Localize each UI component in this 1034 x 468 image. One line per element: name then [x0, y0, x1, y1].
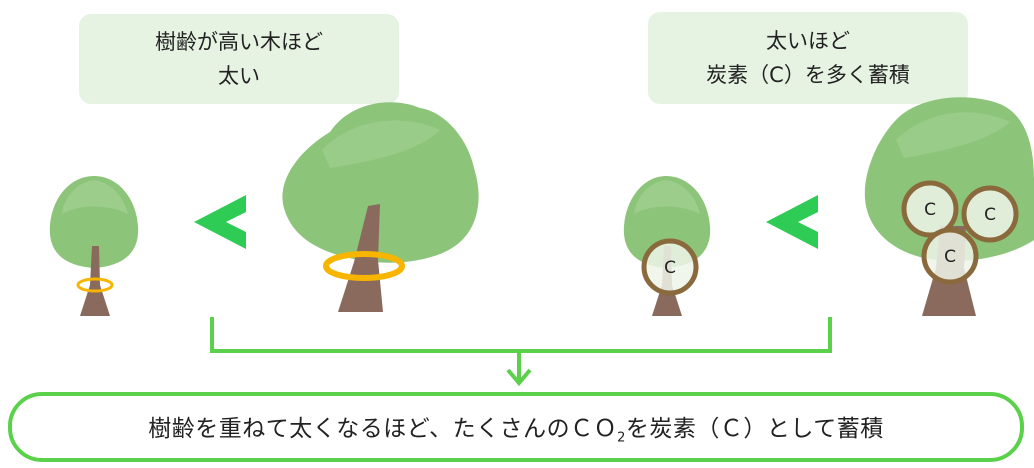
- callout-tree-age: 樹齢が高い木ほど 太い: [79, 14, 399, 104]
- callout-tree-age-line2: 太い: [218, 64, 260, 88]
- carbon-label-top-right: C: [984, 205, 996, 225]
- callout-carbon-storage-line2: 炭素（C）を多く蓄積: [706, 63, 910, 87]
- connector-bracket: [210, 317, 832, 353]
- small-tree: [49, 176, 139, 316]
- connector-arrowhead: [506, 368, 532, 387]
- left-comparison-chevron: [194, 195, 246, 249]
- summary-text: 樹齢を重ねて太くなるほど、たくさんのＣＯ2を炭素（Ｃ）として蓄積: [148, 409, 883, 446]
- small-tree-trunk: [80, 246, 110, 316]
- callout-carbon-storage-line1: 太いほど: [766, 29, 850, 53]
- summary-text-part2: を炭素（Ｃ）として蓄積: [625, 415, 884, 442]
- summary-subscript: 2: [617, 430, 626, 446]
- carbon-circle-bottom: [921, 227, 979, 285]
- carbon-label-small: C: [664, 258, 676, 278]
- carbon-label-bottom: C: [944, 247, 956, 267]
- large-tree-trunk: [338, 204, 383, 312]
- carbon-circle-top-left: [901, 180, 959, 238]
- summary-text-part1: 樹齢を重ねて太くなるほど、たくさんのＣＯ: [148, 415, 618, 442]
- callout-carbon-storage: 太いほど 炭素（C）を多く蓄積: [648, 12, 968, 104]
- large-tree-ring: [323, 251, 405, 281]
- callout-tree-age-line1: 樹齢が高い木ほど: [155, 30, 323, 54]
- right-comparison-chevron: [766, 195, 818, 249]
- carbon-circle-top-right: [961, 185, 1019, 243]
- carbon-label-top-left: C: [924, 200, 936, 220]
- carbon-circle-small: [641, 238, 699, 296]
- small-tree-carbon: C: [623, 176, 711, 316]
- small-tree-ring: [76, 277, 114, 293]
- summary-box: 樹齢を重ねて太くなるほど、たくさんのＣＯ2を炭素（Ｃ）として蓄積: [8, 392, 1024, 462]
- merge-connector: [210, 317, 832, 387]
- large-tree-carbon: C C C: [864, 97, 1034, 316]
- large-tree: [282, 102, 479, 312]
